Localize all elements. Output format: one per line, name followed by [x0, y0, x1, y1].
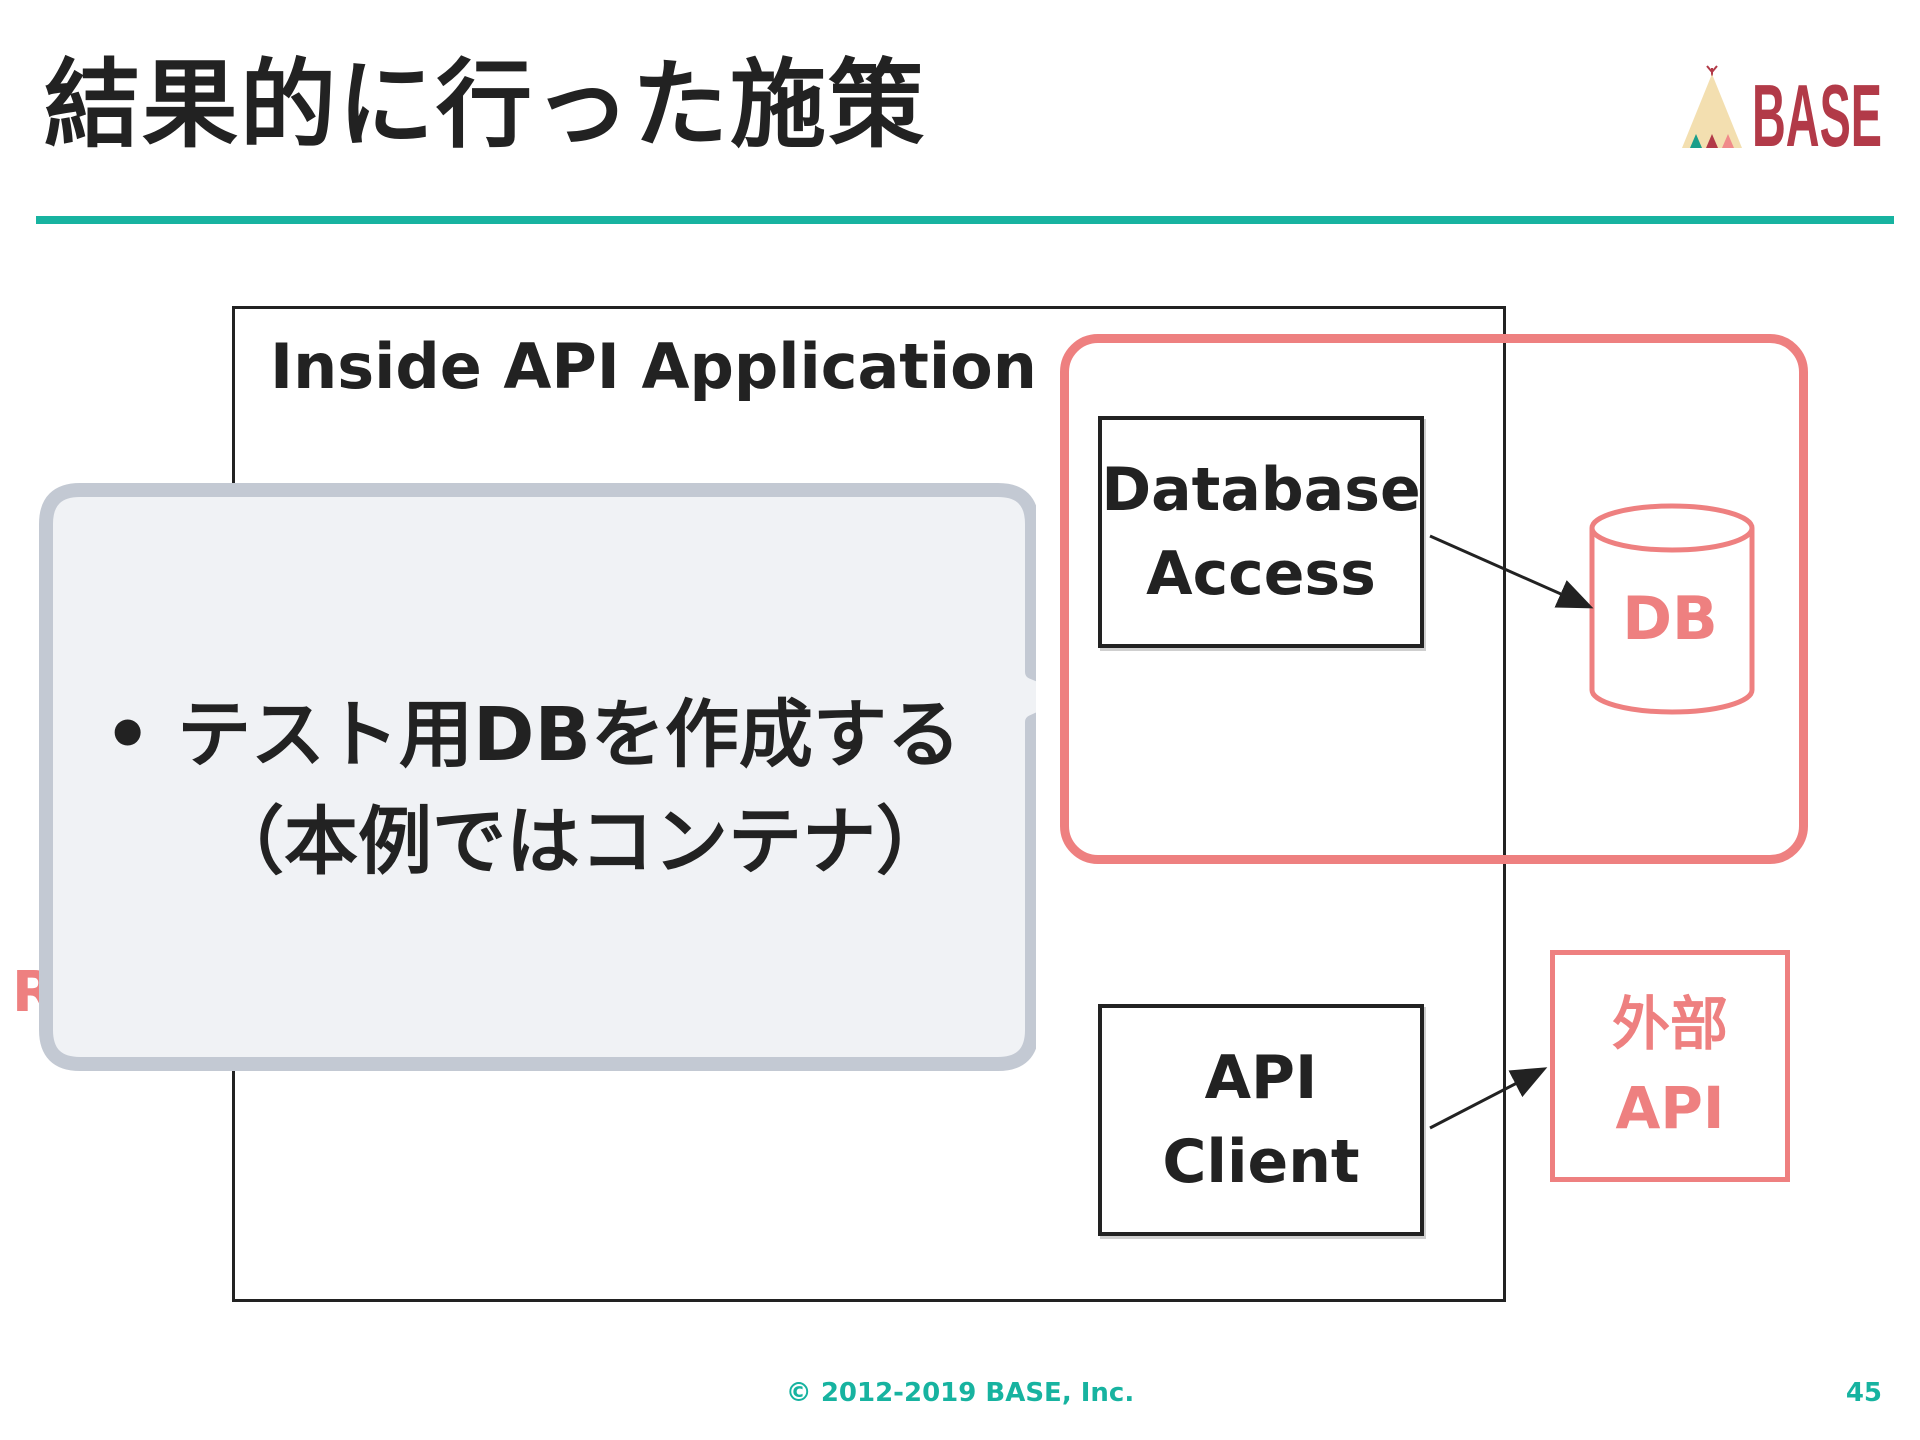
external-api-label-line1: 外部	[1611, 989, 1728, 1058]
callout-note-line: （本例ではコンテナ）	[210, 799, 950, 886]
base-logo: BASE	[1682, 65, 1882, 158]
api-client-box: API Client	[1098, 1004, 1424, 1236]
api-client-label-line2: Client	[1162, 1127, 1360, 1197]
callout-content: テスト用DBを作成する （本例ではコンテナ）	[104, 682, 1004, 897]
api-application-label: Inside API Application	[270, 330, 1037, 403]
api-client-label-line1: API	[1204, 1043, 1318, 1113]
highlight-group-db	[1060, 334, 1808, 864]
database-access-label-line2: Access	[1146, 539, 1376, 609]
title-divider	[36, 216, 1894, 224]
callout-bullet-line: テスト用DBを作成する	[104, 682, 1004, 789]
tent-icon	[1682, 65, 1742, 148]
db-label: DB	[1622, 584, 1718, 654]
logo-wordmark: BASE	[1752, 66, 1882, 158]
external-api-box: 外部 API	[1550, 950, 1790, 1182]
arrow-to-external-api	[1429, 1067, 1548, 1130]
slide-title: 結果的に行った施策	[44, 49, 926, 161]
database-access-box: Database Access	[1098, 416, 1424, 648]
copyright-text: © 2012-2019 BASE, Inc.	[785, 1378, 1135, 1408]
database-cylinder-icon	[1589, 503, 1755, 715]
arrow-to-db	[1429, 534, 1594, 609]
external-api-label-line2: API	[1615, 1074, 1725, 1142]
page-number: 45	[1845, 1378, 1882, 1408]
database-access-label-line1: Database	[1101, 455, 1421, 525]
